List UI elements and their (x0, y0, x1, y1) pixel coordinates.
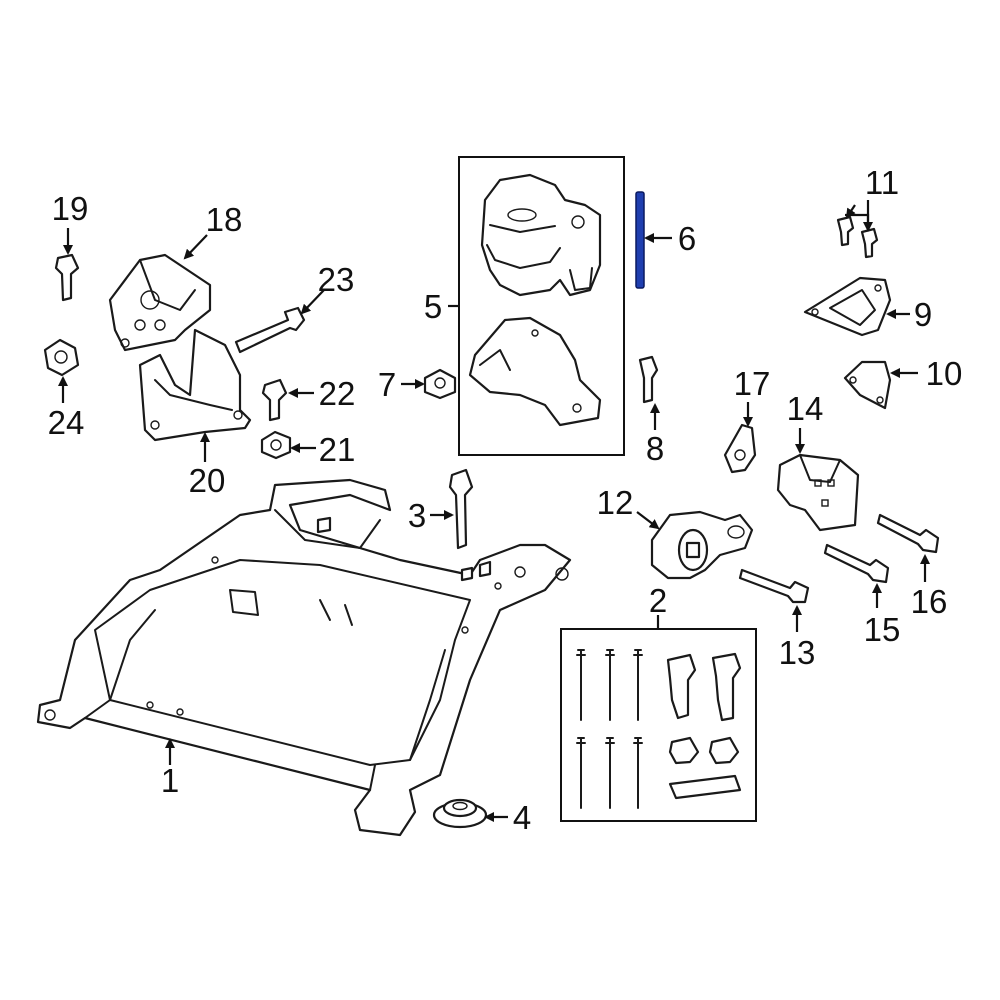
callout-20: 20 (189, 462, 226, 499)
callout-9: 9 (914, 296, 932, 333)
bolt-part-13 (738, 568, 810, 604)
insulator-part-4 (432, 798, 488, 829)
bolt-part-15 (823, 543, 890, 584)
nut-part-24 (43, 338, 80, 377)
bracket-part-14 (776, 453, 860, 532)
subframe-part-1 (36, 478, 572, 837)
callout-18: 18 (206, 201, 243, 238)
callout-11: 11 (865, 164, 899, 201)
nut-part-21 (260, 430, 292, 460)
callout-23: 23 (318, 261, 355, 298)
stud-part-6 (635, 191, 645, 289)
callout-15: 15 (864, 611, 901, 648)
callout-labels: 1 2 3 4 5 6 7 8 9 10 11 12 13 14 15 16 1… (48, 164, 963, 836)
bolt-part-19 (54, 253, 80, 302)
callout-6: 6 (678, 220, 696, 257)
callout-19: 19 (52, 190, 89, 227)
callout-16: 16 (911, 583, 948, 620)
callout-12: 12 (597, 484, 634, 521)
callout-8: 8 (646, 430, 664, 467)
bolt-part-16 (876, 513, 940, 554)
callout-13: 13 (779, 634, 816, 671)
mount-part-18 (108, 253, 212, 352)
callout-3: 3 (408, 497, 426, 534)
leader-arrows (58, 200, 930, 822)
bracket-part-20 (138, 328, 252, 442)
callout-4: 4 (513, 799, 531, 836)
bracket-part-17 (723, 423, 757, 474)
bolts-part-11 (836, 215, 879, 259)
torque-mount-part-12 (650, 510, 754, 580)
nut-part-7 (423, 368, 457, 400)
bolt-part-8 (638, 355, 659, 404)
callout-21: 21 (319, 431, 356, 468)
callout-14: 14 (787, 390, 824, 427)
callout-17: 17 (734, 365, 771, 402)
callout-5: 5 (424, 288, 442, 325)
callout-7: 7 (378, 366, 396, 403)
hardware-kit-part-2 (576, 649, 742, 809)
callout-22: 22 (319, 375, 356, 412)
callout-2: 2 (649, 582, 667, 619)
bolt-part-23 (234, 306, 306, 354)
callout-1: 1 (161, 762, 179, 799)
callout-10: 10 (926, 355, 963, 392)
callout-24: 24 (48, 404, 85, 441)
bolt-part-22 (261, 378, 288, 422)
bolt-part-3 (448, 468, 474, 550)
engine-mount-part-5 (468, 173, 602, 427)
bracket-part-9 (803, 276, 892, 337)
bracket-part-10 (843, 360, 892, 410)
